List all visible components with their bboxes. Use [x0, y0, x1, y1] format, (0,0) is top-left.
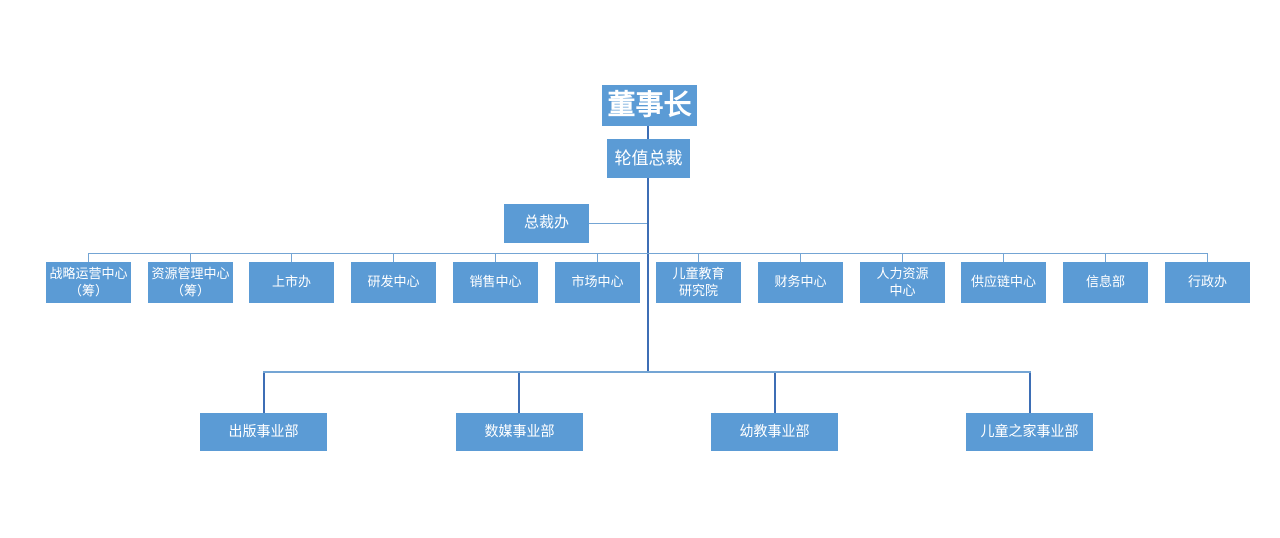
node-rotating-president: 轮值总裁	[607, 139, 690, 178]
node-dept-information-department: 信息部	[1063, 262, 1148, 303]
node-dept-rd-center: 研发中心	[351, 262, 436, 303]
node-chairman: 董事长	[602, 85, 697, 126]
connector-division-stub	[263, 373, 265, 413]
connector-dept-stub	[393, 253, 394, 262]
node-division-childrens-home: 儿童之家事业部	[966, 413, 1093, 451]
connector-dept-stub	[698, 253, 699, 262]
connector-division-stub	[1029, 373, 1031, 413]
node-dept-admin-office: 行政办	[1165, 262, 1250, 303]
connector-dept-stub	[1003, 253, 1004, 262]
node-dept-children-education-institute: 儿童教育 研究院	[656, 262, 741, 303]
connector-division-stub	[774, 373, 776, 413]
node-dept-listing-office: 上市办	[249, 262, 334, 303]
connector-dept-stub	[88, 253, 89, 262]
connector-dept-stub	[190, 253, 191, 262]
connector-root-president	[647, 126, 649, 139]
connector-office-branch	[589, 223, 647, 224]
node-president-office: 总裁办	[504, 204, 589, 243]
node-dept-hr-center: 人力资源 中心	[860, 262, 945, 303]
connector-dept-stub	[902, 253, 903, 262]
node-division-publishing: 出版事业部	[200, 413, 327, 451]
node-dept-supply-chain-center: 供应链中心	[961, 262, 1046, 303]
node-division-preschool-education: 幼教事业部	[711, 413, 838, 451]
node-division-digital-media: 数媒事业部	[456, 413, 583, 451]
connector-dept-stub	[1207, 253, 1208, 262]
connector-dept-stub	[597, 253, 598, 262]
node-dept-marketing-center: 市场中心	[555, 262, 640, 303]
node-dept-sales-center: 销售中心	[453, 262, 538, 303]
connector-dept-stub	[1105, 253, 1106, 262]
connector-divisions-bus	[263, 371, 1031, 373]
connector-dept-stub	[291, 253, 292, 262]
node-dept-finance-center: 财务中心	[758, 262, 843, 303]
node-dept-resource-management-center: 资源管理中心 （筹）	[148, 262, 233, 303]
connector-dept-stub	[800, 253, 801, 262]
connector-departments-bus	[88, 253, 1208, 254]
connector-trunk	[647, 178, 649, 372]
connector-division-stub	[518, 373, 520, 413]
node-dept-strategic-operations-center: 战略运营中心 （筹）	[46, 262, 131, 303]
connector-dept-stub	[495, 253, 496, 262]
